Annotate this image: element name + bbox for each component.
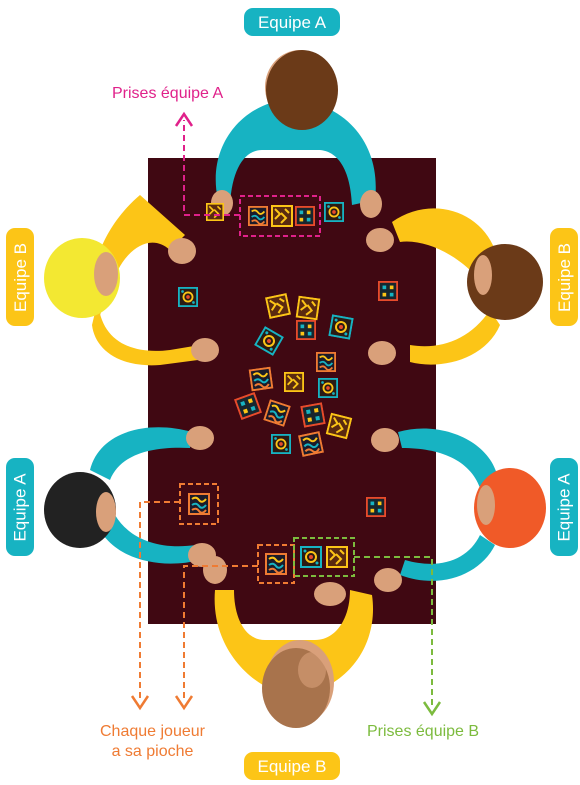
card-icon [295, 206, 315, 226]
team-label-left-upper: Equipe B [6, 228, 34, 326]
card-icon [271, 205, 293, 227]
card-icon [318, 378, 338, 398]
annotation-prises-a: Prises équipe A [112, 84, 223, 104]
card-icon [206, 203, 224, 221]
card-icon [328, 314, 353, 339]
team-label-left-lower: Equipe A [6, 458, 34, 556]
card-icon [378, 281, 398, 301]
card-icon [300, 402, 325, 427]
card-icon [296, 320, 316, 340]
card-icon [265, 293, 291, 319]
team-label-bottom: Equipe B [244, 752, 340, 780]
card-icon [324, 202, 344, 222]
team-label-right-upper: Equipe B [550, 228, 578, 326]
card-icon [300, 546, 322, 568]
card-icon [326, 546, 348, 568]
team-label-top: Equipe A [244, 8, 340, 36]
card-icon [188, 493, 210, 515]
card-icon [316, 352, 336, 372]
card-icon [265, 553, 287, 575]
card-icon [366, 497, 386, 517]
card-icon [248, 206, 268, 226]
card-icon [298, 431, 324, 457]
annotation-pioche: Chaque joueur a sa pioche [100, 722, 205, 762]
annotation-prises-b: Prises équipe B [367, 722, 479, 742]
card-icon [271, 434, 291, 454]
card-icon [284, 372, 304, 392]
card-icon [249, 367, 274, 392]
card-icon [296, 296, 321, 321]
team-label-right-lower: Equipe A [550, 458, 578, 556]
card-icon [178, 287, 198, 307]
